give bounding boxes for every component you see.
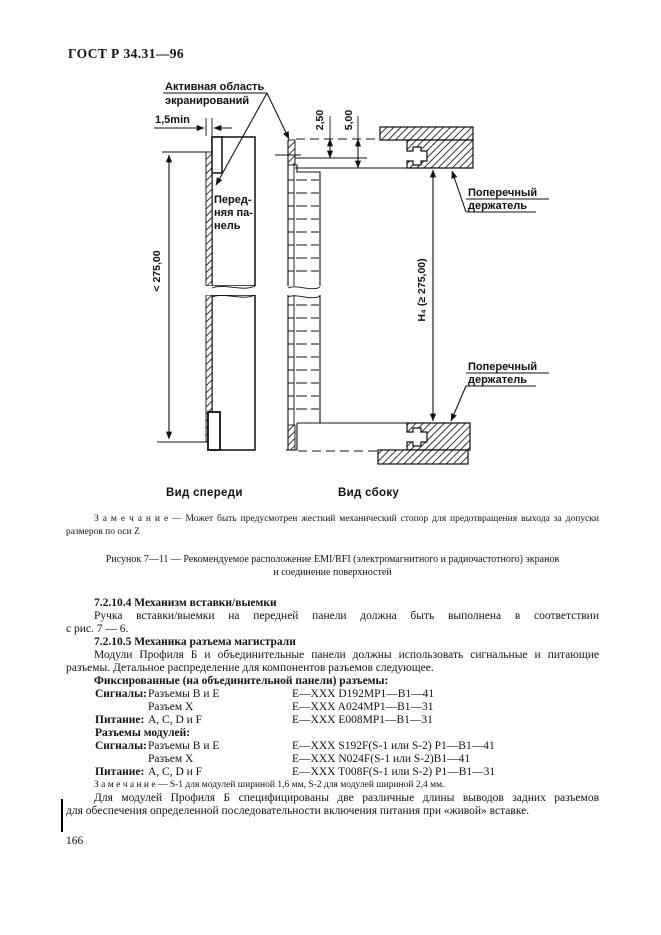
row-code: Е—XXX N024F(S-1 или S-2)B1—41 bbox=[292, 753, 471, 765]
table-row: Сигналы: Разъемы В и Е Е—XXX S192F(S-1 и… bbox=[66, 740, 599, 753]
revision-change-bar bbox=[61, 799, 63, 832]
side-view-caption: Вид сбоку bbox=[338, 487, 399, 499]
dim-5-00-label: 5,00 bbox=[343, 110, 355, 131]
page-number: 166 bbox=[66, 835, 84, 847]
front-view-caption: Вид спереди bbox=[166, 487, 243, 499]
row-item: Разъем X bbox=[148, 753, 194, 765]
paragraph-line: разъемы. Детальное распределение для ком… bbox=[66, 662, 434, 674]
connectors-note: З а м е ч а н и е — S-1 для модулей шири… bbox=[94, 780, 445, 790]
paragraph-line: Ручка вставки/выемки на передней панели … bbox=[94, 610, 599, 622]
bottom-holder-drawing bbox=[377, 372, 549, 465]
paragraph-line: с рис. 7 — 6. bbox=[66, 623, 129, 635]
paragraph-line: для обеспечения определенной последовате… bbox=[66, 805, 530, 817]
figure-caption-line2: и соединение поверхностей bbox=[273, 567, 392, 578]
paragraph-line: Для модулей Профиля Б специфицированы дв… bbox=[94, 792, 599, 804]
row-group: Питание: bbox=[95, 766, 145, 778]
row-code: Е—XXX S192F(S-1 или S-2) P1—B1—41 bbox=[292, 740, 495, 752]
front-panel-label-line3: нель bbox=[214, 220, 241, 232]
front-height-dimension-label: < 275,00 bbox=[151, 250, 163, 291]
active-area-leader bbox=[163, 92, 290, 186]
table-row: Разъем X Е—XXX N024F(S-1 или S-2)B1—41 bbox=[66, 753, 599, 766]
row-item: Разъемы В и Е bbox=[148, 688, 220, 700]
section-7-2-10-4-body: Ручка вставки/выемки на передней панели … bbox=[66, 610, 599, 636]
bottom-holder-label-line1: Поперечный bbox=[468, 361, 537, 373]
front-view-drawing bbox=[154, 118, 258, 451]
figure-note: З а м е ч а н и е — Может быть предусмот… bbox=[66, 513, 599, 539]
bottom-holder-label-line2: держатель bbox=[468, 374, 527, 386]
row-group: Сигналы: bbox=[95, 688, 147, 700]
section-7-2-10-5-body: Модули Профиля Б и объединительные панел… bbox=[66, 649, 599, 675]
row-item: Разъем X bbox=[148, 701, 194, 713]
row-code: Е—XXX A024MP1—B1—31 bbox=[292, 701, 434, 713]
row-group: Сигналы: bbox=[95, 740, 147, 752]
figure-note-line1: З а м е ч а н и е — Может быть предусмот… bbox=[94, 514, 599, 524]
top-holder-label-line2: держатель bbox=[468, 200, 527, 212]
row-item: А, С, D и F bbox=[148, 714, 203, 726]
active-area-label-line2: экранирований bbox=[165, 95, 249, 107]
h4-dimension-label: H₄ (≥ 275,00) bbox=[416, 258, 428, 321]
row-item: Разъемы В и Е bbox=[148, 740, 220, 752]
table-row: Питание: А, С, D и F Е—XXX E008MP1—B1—31 bbox=[66, 714, 599, 727]
text-column: З а м е ч а н и е — Может быть предусмот… bbox=[66, 513, 599, 818]
figure-caption-line1: Рисунок 7—11 — Рекомендуемое расположени… bbox=[105, 554, 560, 565]
front-panel-label-line2: няя па- bbox=[214, 207, 253, 219]
section-7-2-10-5-title: 7.2.10.5 Механика разъема магистрали bbox=[94, 636, 296, 648]
table-row: Сигналы: Разъемы В и Е Е—XXX D192MP1—B1—… bbox=[66, 688, 599, 701]
top-holder-drawing bbox=[379, 126, 549, 213]
figure-7-11-drawing: Активная область экранирований 1,5min Пе… bbox=[151, 81, 549, 499]
row-code: Е—XXX D192MP1—B1—41 bbox=[292, 688, 435, 700]
row-group: Питание: bbox=[95, 714, 145, 726]
active-area-label-line1: Активная область bbox=[165, 81, 264, 93]
min-gap-dimension-label: 1,5min bbox=[155, 114, 190, 126]
figure-caption: Рисунок 7—11 — Рекомендуемое расположени… bbox=[66, 553, 599, 579]
table-row: Разъем X Е—XXX A024MP1—B1—31 bbox=[66, 701, 599, 714]
dim-2-50-label: 2,50 bbox=[314, 110, 326, 131]
row-item: А, С, D и F bbox=[148, 766, 203, 778]
table-row: Питание: А, С, D и F Е—XXX T008F(S-1 или… bbox=[66, 766, 599, 779]
row-code: Е—XXX E008MP1—B1—31 bbox=[292, 714, 433, 726]
fixed-connectors-heading: Фиксированные (на объединительной панели… bbox=[94, 675, 389, 687]
section-7-2-10-4-title: 7.2.10.4 Механизм вставки/выемки bbox=[94, 597, 277, 609]
top-holder-label-line1: Поперечный bbox=[468, 187, 537, 199]
closing-paragraph: Для модулей Профиля Б специфицированы дв… bbox=[66, 792, 599, 818]
figure-note-line2: размеров по оси Z bbox=[66, 527, 140, 537]
row-code: Е—XXX T008F(S-1 или S-2) P1—B1—31 bbox=[292, 766, 496, 778]
module-connectors-heading: Разъемы модулей: bbox=[95, 727, 191, 739]
front-panel-label-line1: Перед- bbox=[214, 194, 252, 206]
paragraph-line: Модули Профиля Б и объединительные панел… bbox=[94, 649, 599, 661]
standard-number: ГОСТ Р 34.31—96 bbox=[68, 46, 185, 61]
module-connectors-heading-row: Разъемы модулей: bbox=[66, 727, 599, 740]
